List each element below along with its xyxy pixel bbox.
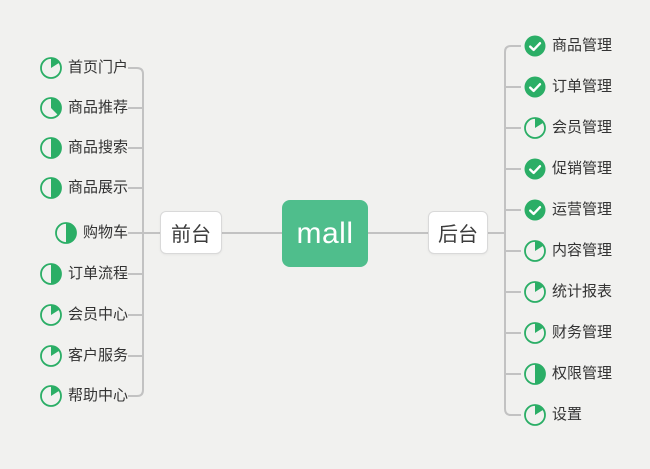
check-icon <box>524 199 546 221</box>
topic-label: 订单管理 <box>552 78 613 95</box>
branch-node-label: 后台 <box>438 224 478 246</box>
topic-label: 商品展示 <box>67 179 128 196</box>
topic-label: 首页门户 <box>67 59 128 76</box>
progress-pie-icon <box>40 177 62 199</box>
topic-item[interactable]: 商品推荐 <box>40 93 128 123</box>
progress-pie-icon <box>524 281 546 303</box>
topic-label: 财务管理 <box>552 324 613 341</box>
progress-pie-icon <box>40 97 62 119</box>
topic-item[interactable]: 首页门户 <box>40 53 128 83</box>
branch-node-backend[interactable]: 后台 <box>428 211 488 254</box>
topic-item[interactable]: 购物车 <box>55 218 128 248</box>
topic-item[interactable]: 权限管理 <box>524 359 612 389</box>
topic-item[interactable]: 运营管理 <box>524 195 612 225</box>
root-node-label: mall <box>296 216 354 250</box>
topic-label: 统计报表 <box>552 283 613 300</box>
topic-item[interactable]: 统计报表 <box>524 277 612 307</box>
progress-pie-icon <box>524 404 546 426</box>
topic-label: 运营管理 <box>552 201 613 218</box>
topic-item[interactable]: 内容管理 <box>524 236 612 266</box>
check-icon <box>524 158 546 180</box>
topic-item[interactable]: 订单管理 <box>524 72 612 102</box>
topic-item[interactable]: 商品搜索 <box>40 133 128 163</box>
progress-pie-icon <box>524 322 546 344</box>
topic-item[interactable]: 设置 <box>524 400 582 430</box>
progress-pie-icon <box>40 385 62 407</box>
topic-label: 商品推荐 <box>67 99 128 116</box>
topic-label: 客户服务 <box>67 347 128 364</box>
topic-label: 订单流程 <box>67 265 128 282</box>
topic-label: 会员中心 <box>67 306 128 323</box>
topic-item[interactable]: 帮助中心 <box>40 381 128 411</box>
topic-item[interactable]: 商品管理 <box>524 31 612 61</box>
check-icon <box>524 35 546 57</box>
topic-item[interactable]: 财务管理 <box>524 318 612 348</box>
branch-node-frontend[interactable]: 前台 <box>160 211 222 254</box>
topic-label: 内容管理 <box>552 242 613 259</box>
progress-pie-icon <box>40 304 62 326</box>
topic-item[interactable]: 订单流程 <box>40 259 128 289</box>
topic-label: 促销管理 <box>552 160 613 177</box>
progress-pie-icon <box>40 263 62 285</box>
topic-label: 设置 <box>552 406 583 423</box>
progress-pie-icon <box>524 240 546 262</box>
root-node-mall[interactable]: mall <box>282 200 368 267</box>
check-icon <box>524 76 546 98</box>
topic-item[interactable]: 商品展示 <box>40 173 128 203</box>
topic-label: 权限管理 <box>552 365 613 382</box>
topic-label: 商品管理 <box>552 37 613 54</box>
topic-item[interactable]: 会员中心 <box>40 300 128 330</box>
progress-pie-icon <box>524 117 546 139</box>
progress-pie-icon <box>40 137 62 159</box>
progress-pie-icon <box>40 57 62 79</box>
branch-node-label: 前台 <box>171 224 211 246</box>
progress-pie-icon <box>55 222 77 244</box>
topic-item[interactable]: 促销管理 <box>524 154 612 184</box>
progress-pie-icon <box>524 363 546 385</box>
topic-item[interactable]: 客户服务 <box>40 341 128 371</box>
topic-label: 购物车 <box>82 224 128 241</box>
topic-label: 帮助中心 <box>67 387 128 404</box>
progress-pie-icon <box>40 345 62 367</box>
topic-label: 会员管理 <box>552 119 613 136</box>
topic-item[interactable]: 会员管理 <box>524 113 612 143</box>
topic-label: 商品搜索 <box>67 139 128 156</box>
